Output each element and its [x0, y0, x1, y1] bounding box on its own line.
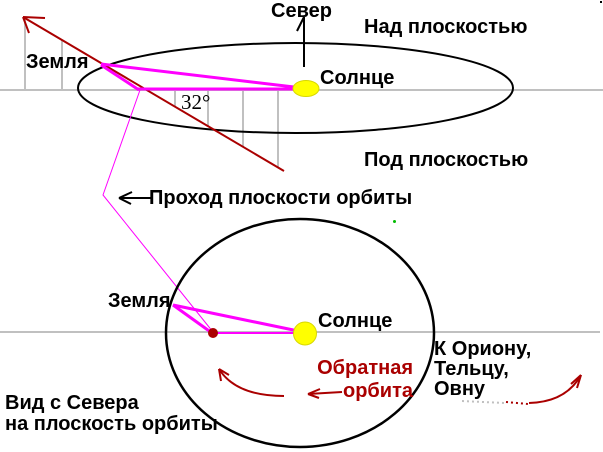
earth-sun-line-top	[100, 62, 295, 89]
retrograde-label-pointer-arrow	[307, 391, 343, 395]
direction-swoosh-arrow	[528, 374, 582, 404]
below-plane-label: Под плоскостью	[364, 149, 529, 171]
direction-dotted-leader-red	[505, 401, 529, 405]
inclination-angle-label: 32°	[181, 90, 211, 114]
sun-label-bottom: Солнце	[318, 310, 393, 332]
orbit-plane-arrow-head	[22, 16, 46, 19]
note-pointer-arrow-head	[118, 191, 133, 199]
retrograde-arc-arrow-head	[218, 368, 230, 376]
retrograde-arc-arrow	[218, 368, 285, 397]
earth-sun-line-bottom	[172, 303, 304, 334]
earth-label-bottom: Земля	[108, 290, 171, 312]
orbit-plane-note: Проход плоскости орбиты	[149, 187, 413, 209]
node-point-dot	[208, 328, 218, 338]
direction-label-line2: Тельцу,	[434, 358, 509, 380]
sun-icon	[293, 321, 317, 346]
retrograde-label-line2: орбита	[343, 380, 413, 402]
orbit-circle-bottom	[164, 217, 436, 449]
retrograde-label-line1: Обратная	[317, 357, 413, 379]
direction-label-line1: К Ориону,	[434, 338, 532, 360]
orbit-ellipse-top	[77, 42, 514, 134]
retrograde-label-pointer-arrow-head	[307, 388, 321, 395]
direction-dotted-leader-gray	[461, 400, 505, 404]
orbit-plane-line	[22, 16, 285, 172]
earth-label-top: Земля	[26, 51, 89, 73]
sun-icon	[292, 80, 320, 97]
view-caption-line2: на плоскость орбиты	[5, 413, 218, 435]
sun-label-top: Солнце	[320, 67, 395, 89]
direction-label-line3: Овну	[434, 378, 486, 400]
direction-swoosh-arrow-head	[576, 374, 582, 389]
corner-speck	[600, 1, 602, 3]
retrograde-arc-arrow-head	[218, 368, 222, 382]
note-pointer-arrow-head	[118, 197, 132, 205]
north-arrow-head	[296, 16, 305, 32]
north-label: Север	[271, 0, 332, 22]
view-caption-line1: Вид с Севера	[5, 392, 139, 414]
green-speck	[393, 220, 396, 223]
direction-swoosh-arrow-head	[570, 374, 582, 385]
above-plane-label: Над плоскостью	[364, 16, 528, 38]
earth-drop-line-top	[100, 63, 140, 92]
earth-node-line-bottom	[172, 303, 213, 335]
orbit-plane-arrow-head	[22, 16, 30, 34]
retrograde-label-pointer-arrow-head	[307, 393, 320, 399]
